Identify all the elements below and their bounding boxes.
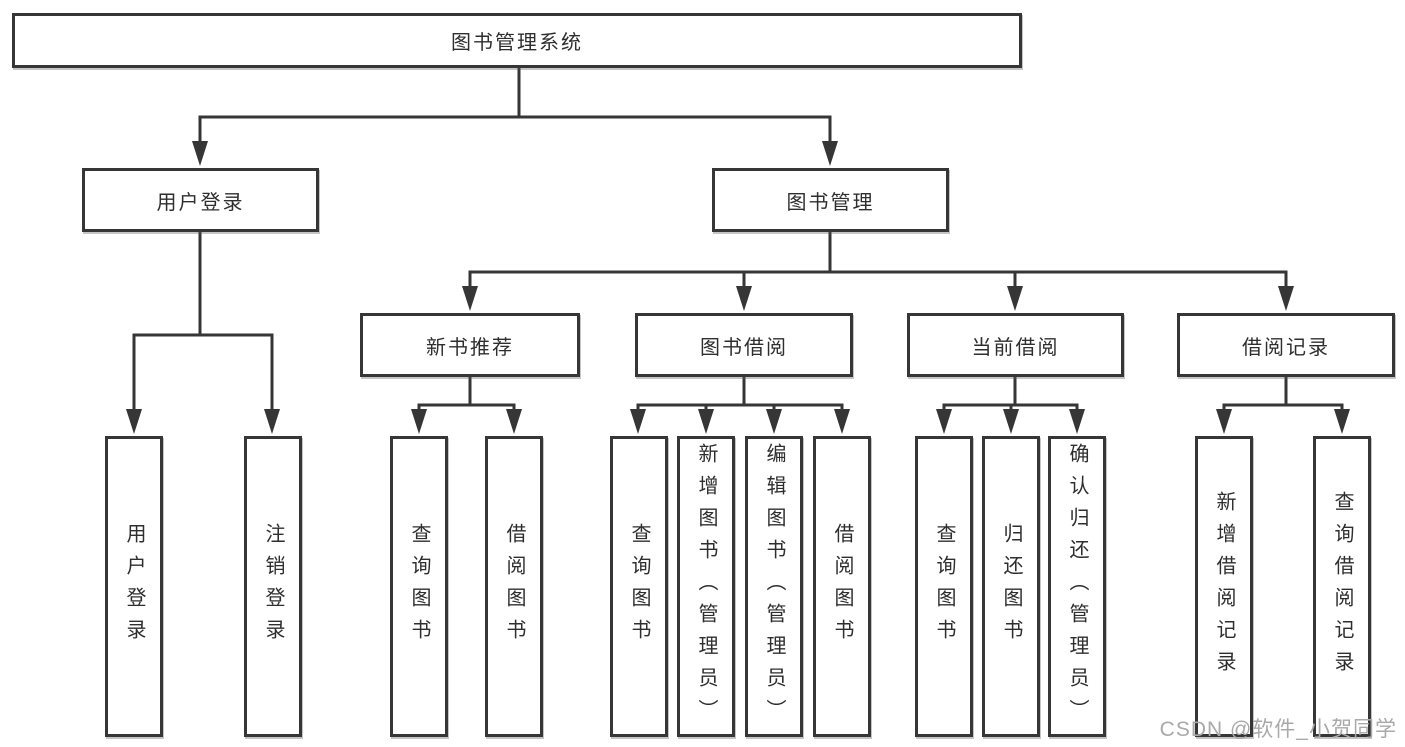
node-label: 新增图书（管理员） — [695, 442, 717, 731]
node-current-borrow: 当前借阅 — [907, 313, 1124, 377]
leaf-query-borrow-record: 查询借阅记录 — [1313, 436, 1371, 737]
leaf-query-books-recommend: 查询图书 — [390, 436, 448, 737]
node-label: 归还图书 — [1000, 522, 1022, 651]
node-new-book-recommend: 新书推荐 — [360, 313, 580, 377]
node-label: 借阅图书 — [831, 522, 853, 651]
leaf-return-books: 归还图书 — [982, 436, 1040, 737]
leaf-user-login: 用户登录 — [105, 436, 163, 737]
node-label: 查询图书 — [408, 522, 430, 651]
csdn-watermark: CSDN @软件_小贺同学 — [1159, 718, 1397, 741]
node-label: 当前借阅 — [971, 336, 1060, 359]
node-book-management: 图书管理 — [712, 168, 949, 232]
leaf-query-books-borrow: 查询图书 — [610, 436, 668, 737]
node-label: 图书管理系统 — [451, 32, 583, 54]
node-root: 图书管理系统 — [12, 13, 1022, 68]
node-label: 确认归还（管理员） — [1066, 442, 1088, 731]
leaf-confirm-return-admin: 确认归还（管理员） — [1048, 436, 1106, 737]
node-book-borrow: 图书借阅 — [635, 313, 853, 377]
leaf-add-books-admin: 新增图书（管理员） — [677, 436, 735, 737]
node-borrow-records: 借阅记录 — [1177, 313, 1395, 377]
node-label: 注销登录 — [262, 522, 284, 651]
node-label: 查询图书 — [628, 522, 650, 651]
node-label: 图书借阅 — [700, 336, 788, 359]
arrowheads — [126, 141, 1350, 434]
node-label: 借阅图书 — [503, 522, 525, 651]
node-label: 借阅记录 — [1242, 336, 1330, 359]
node-label: 用户登录 — [156, 191, 245, 214]
leaf-borrow-books-recommend: 借阅图书 — [485, 436, 543, 737]
node-label: 查询借阅记录 — [1331, 490, 1353, 683]
node-label: 图书管理 — [786, 191, 875, 214]
leaf-logout: 注销登录 — [244, 436, 302, 737]
node-label: 新增借阅记录 — [1213, 490, 1235, 683]
leaf-query-books-current: 查询图书 — [915, 436, 973, 737]
node-label: 查询图书 — [933, 522, 955, 651]
node-user-login: 用户登录 — [82, 168, 319, 232]
leaf-edit-books-admin: 编辑图书（管理员） — [745, 436, 803, 737]
leaf-borrow-books: 借阅图书 — [813, 436, 871, 737]
node-label: 新书推荐 — [426, 336, 514, 359]
leaf-add-borrow-record: 新增借阅记录 — [1195, 436, 1253, 737]
node-label: 用户登录 — [123, 522, 145, 651]
node-label: 编辑图书（管理员） — [763, 442, 785, 731]
